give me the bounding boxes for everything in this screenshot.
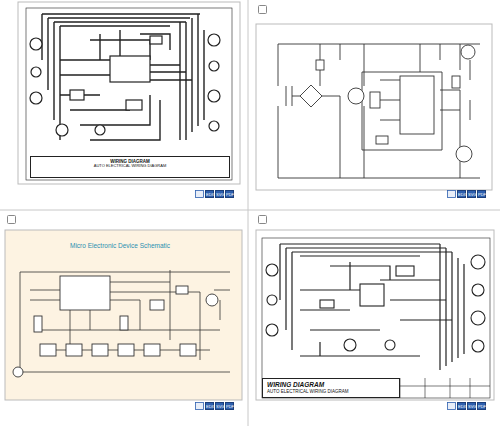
export-icon: SVG: [467, 402, 476, 410]
drawing-title: WIRING DIAGRAM: [267, 381, 395, 389]
export-icon: PDF: [225, 190, 234, 198]
schematic-title: Micro Electronic Device Schematic: [70, 242, 170, 249]
export-icon: SVG: [215, 402, 224, 410]
export-icon: EDX: [457, 402, 466, 410]
export-icon: EDX: [457, 190, 466, 198]
export-icon: SVG: [215, 190, 224, 198]
drawing-subtitle: AUTO ELECTRICAL WIRING DIAGRAM: [267, 389, 395, 394]
export-icon: PDF: [225, 402, 234, 410]
export-icon: EDX: [205, 402, 214, 410]
export-icon: SVG: [467, 190, 476, 198]
title-block: WIRING DIAGRAMAUTO ELECTRICAL WIRING DIA…: [30, 156, 230, 178]
export-icon: PDF: [477, 402, 486, 410]
title-block: WIRING DIAGRAMAUTO ELECTRICAL WIRING DIA…: [262, 378, 400, 398]
drawing-subtitle: AUTO ELECTRICAL WIRING DIAGRAM: [35, 164, 225, 169]
export-icon: PDF: [477, 190, 486, 198]
export-icon: EDX: [205, 190, 214, 198]
